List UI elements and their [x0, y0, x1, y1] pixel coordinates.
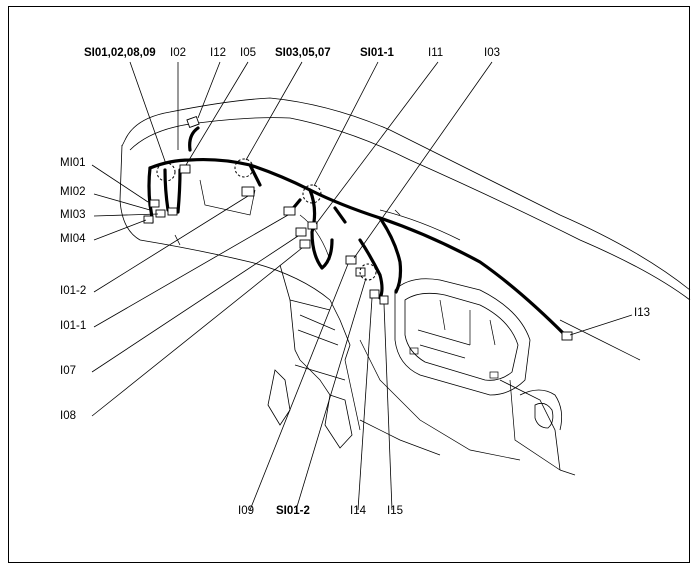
label-mi04: MI04 — [60, 233, 86, 245]
leader-lines — [91, 61, 633, 511]
label-i01-1: I01-1 — [60, 320, 87, 332]
diagram-border — [8, 6, 690, 563]
label-i02: I02 — [170, 47, 186, 59]
dashboard-outline — [119, 97, 691, 476]
label-i14: I14 — [350, 505, 366, 517]
connectors — [143, 115, 573, 341]
label-mi01: MI01 — [60, 157, 86, 169]
label-i11: I11 — [428, 47, 444, 59]
label-i05: I05 — [240, 47, 256, 59]
label-i08: I08 — [60, 410, 76, 422]
label-i03: I03 — [484, 47, 500, 59]
label-i09: I09 — [238, 505, 254, 517]
label-si01-02-08-09: SI01,02,08,09 — [84, 47, 156, 59]
label-i01-2: I01-2 — [60, 285, 87, 297]
label-i12: I12 — [210, 47, 226, 59]
label-mi03: MI03 — [60, 209, 86, 221]
label-i13: I13 — [634, 307, 650, 319]
label-i07: I07 — [60, 365, 76, 377]
label-si01-1: SI01-1 — [360, 47, 394, 59]
label-mi02: MI02 — [60, 186, 86, 198]
label-si01-2: SI01-2 — [276, 505, 310, 517]
label-i15: I15 — [387, 505, 403, 517]
splice-markers — [156, 158, 377, 281]
label-si03-05-07: SI03,05,07 — [275, 47, 331, 59]
